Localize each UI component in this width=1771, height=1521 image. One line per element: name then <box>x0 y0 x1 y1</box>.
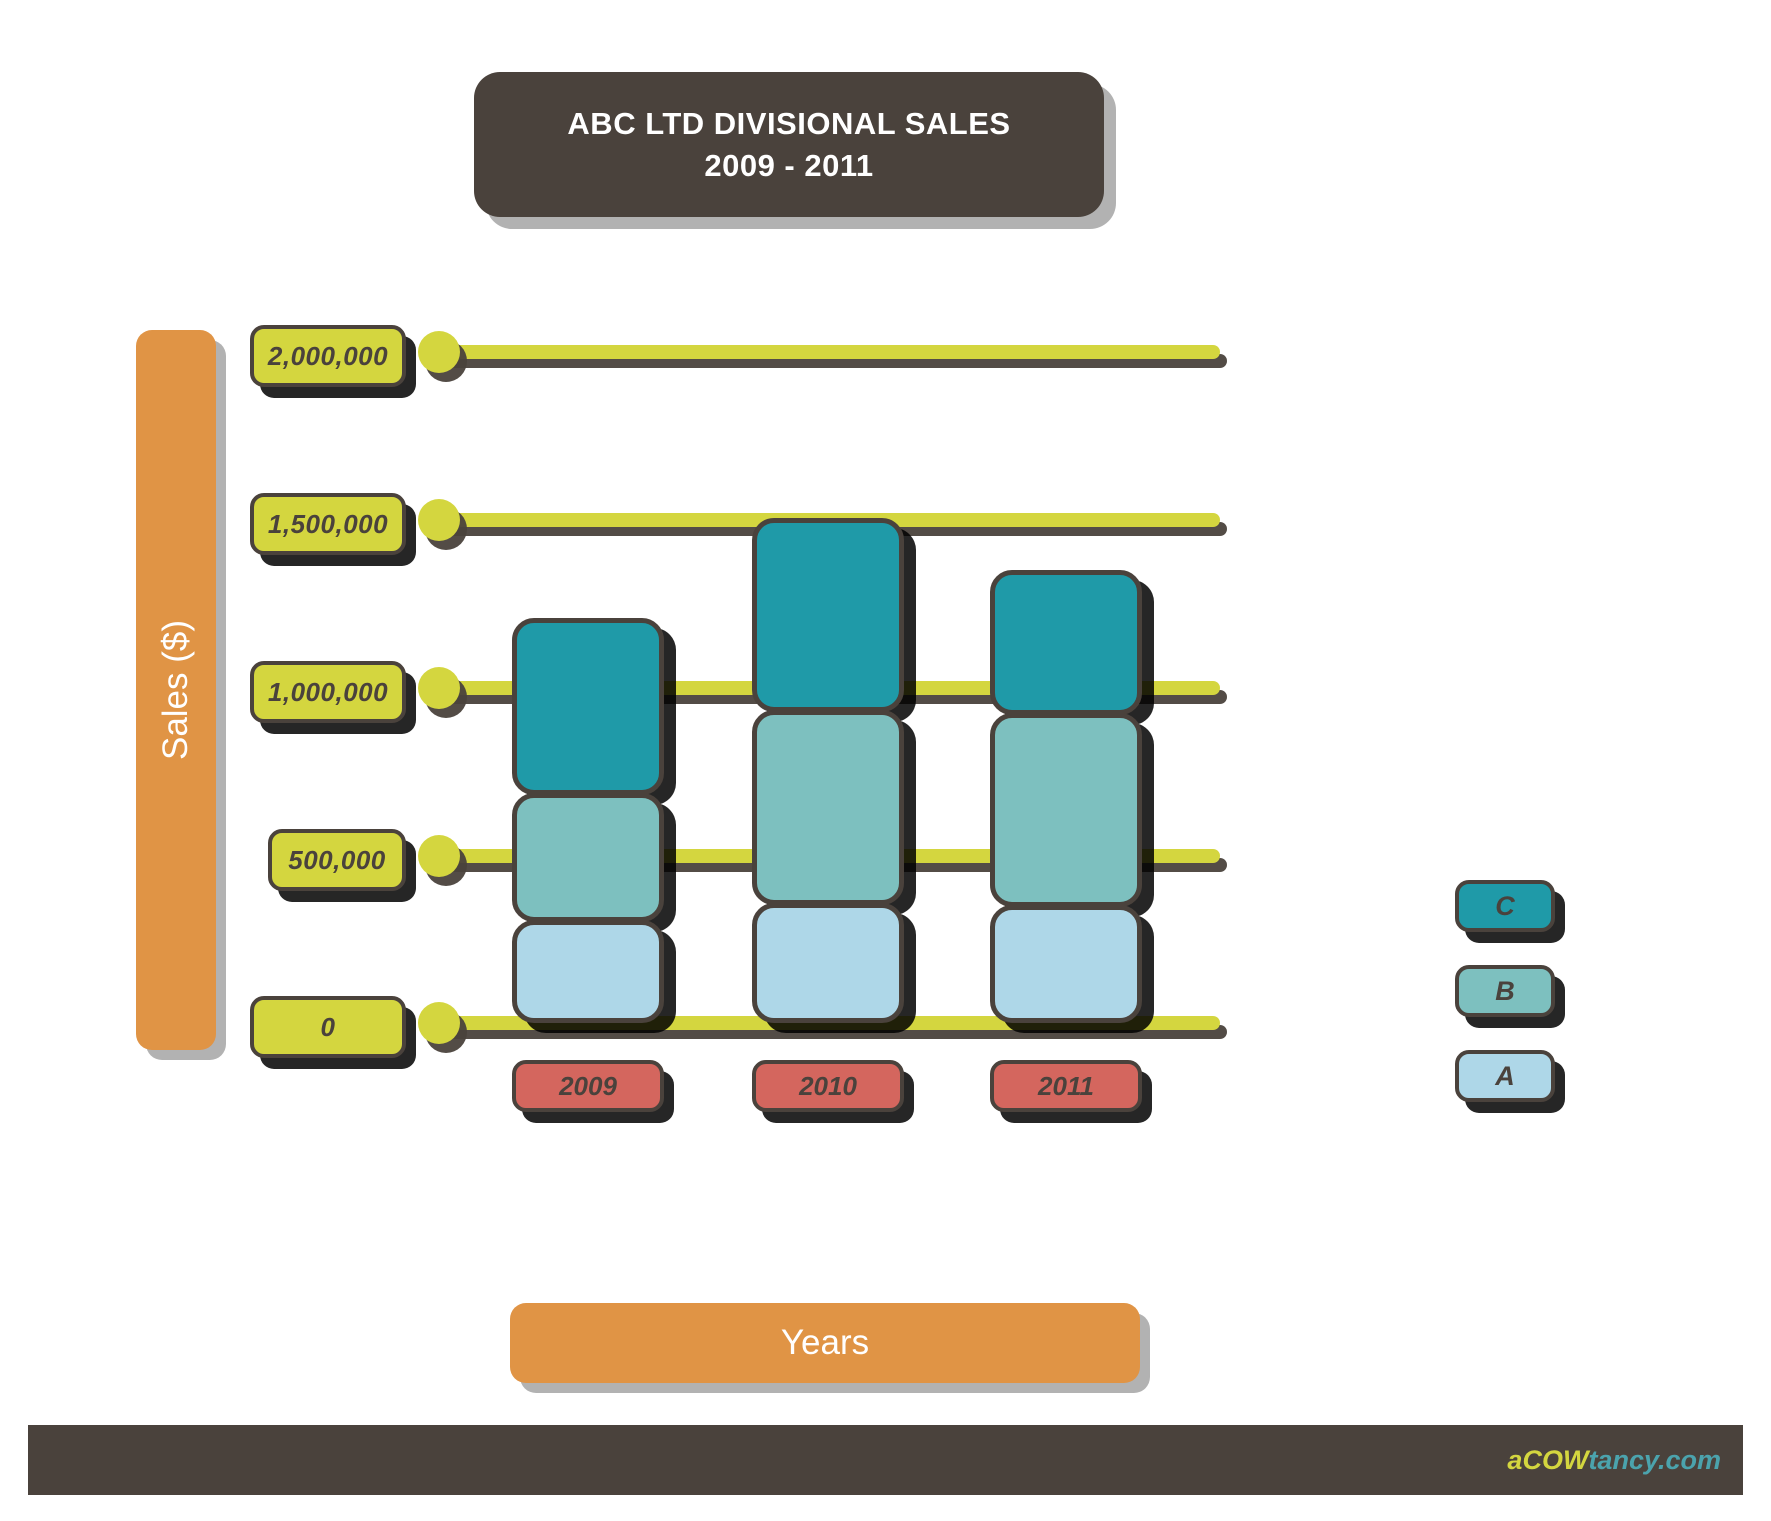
y-axis-tick-label: 1,500,000 <box>250 493 406 555</box>
gridline-knob-500000 <box>418 835 460 877</box>
x-axis-tick-label-2009: 2009 <box>512 1060 664 1112</box>
y-axis-tick-text: 1,500,000 <box>267 508 389 539</box>
legend-item-label: A <box>1495 1060 1515 1091</box>
brand-logo: aCOWtancy.com <box>1507 1445 1721 1476</box>
y-axis-tick-label: 1,000,000 <box>250 661 406 723</box>
y-axis-tick-label: 0 <box>250 996 406 1058</box>
bar-segment-2010-C <box>752 518 904 712</box>
x-axis-tick-text: 2011 <box>1038 1070 1094 1101</box>
x-axis-tick-label-2011: 2011 <box>990 1060 1142 1112</box>
bar-segment-2009-A <box>512 920 664 1023</box>
bar-segment-2010-B <box>752 710 904 905</box>
chart-title-line-2: 2009 - 2011 <box>704 147 874 183</box>
bar-segment-2010-A <box>752 903 904 1023</box>
bar-segment-2011-B <box>990 713 1142 907</box>
y-axis-tick-text: 1,000,000 <box>267 676 389 707</box>
brand-tancy: tancy.com <box>1588 1444 1721 1475</box>
legend-item-C[interactable]: C <box>1455 880 1555 932</box>
gridline-knob-0 <box>418 1002 460 1044</box>
x-axis-tick-text: 2010 <box>799 1070 857 1101</box>
x-axis-tick-text: 2009 <box>559 1070 617 1101</box>
bar-segment-2009-B <box>512 793 664 922</box>
x-axis-tick-label-2010: 2010 <box>752 1060 904 1112</box>
brand-a: a <box>1507 1444 1523 1475</box>
legend-item-label: C <box>1495 890 1515 921</box>
y-axis-tick-text: 2,000,000 <box>267 340 389 371</box>
legend-item-label: B <box>1495 975 1515 1006</box>
gridline-knob-1500000 <box>418 499 460 541</box>
y-axis-title-bar: Sales ($) <box>136 330 216 1050</box>
x-axis-title-bar: Years <box>510 1303 1140 1383</box>
legend-item-B[interactable]: B <box>1455 965 1555 1017</box>
gridline <box>440 345 1220 359</box>
y-axis-tick-text: 0 <box>320 1011 336 1042</box>
y-axis-title-label: Sales ($) <box>156 619 195 761</box>
brand-cow: COW <box>1522 1444 1589 1475</box>
bar-segment-2011-A <box>990 905 1142 1023</box>
bar-segment-2009-C <box>512 618 664 795</box>
gridline-knob-1000000 <box>418 667 460 709</box>
gridline-knob-2000000 <box>418 331 460 373</box>
legend-item-A[interactable]: A <box>1455 1050 1555 1102</box>
y-axis-tick-text: 500,000 <box>288 844 386 875</box>
x-axis-title-label: Years <box>780 1323 870 1362</box>
y-axis-tick-label: 2,000,000 <box>250 325 406 387</box>
footer-bar: aCOWtancy.com <box>28 1425 1743 1495</box>
bar-segment-2011-C <box>990 570 1142 715</box>
y-axis-tick-label: 500,000 <box>268 829 406 891</box>
chart-title: ABC LTD DIVISIONAL SALES 2009 - 2011 <box>474 72 1104 217</box>
chart-title-line-1: ABC LTD DIVISIONAL SALES <box>567 105 1011 141</box>
